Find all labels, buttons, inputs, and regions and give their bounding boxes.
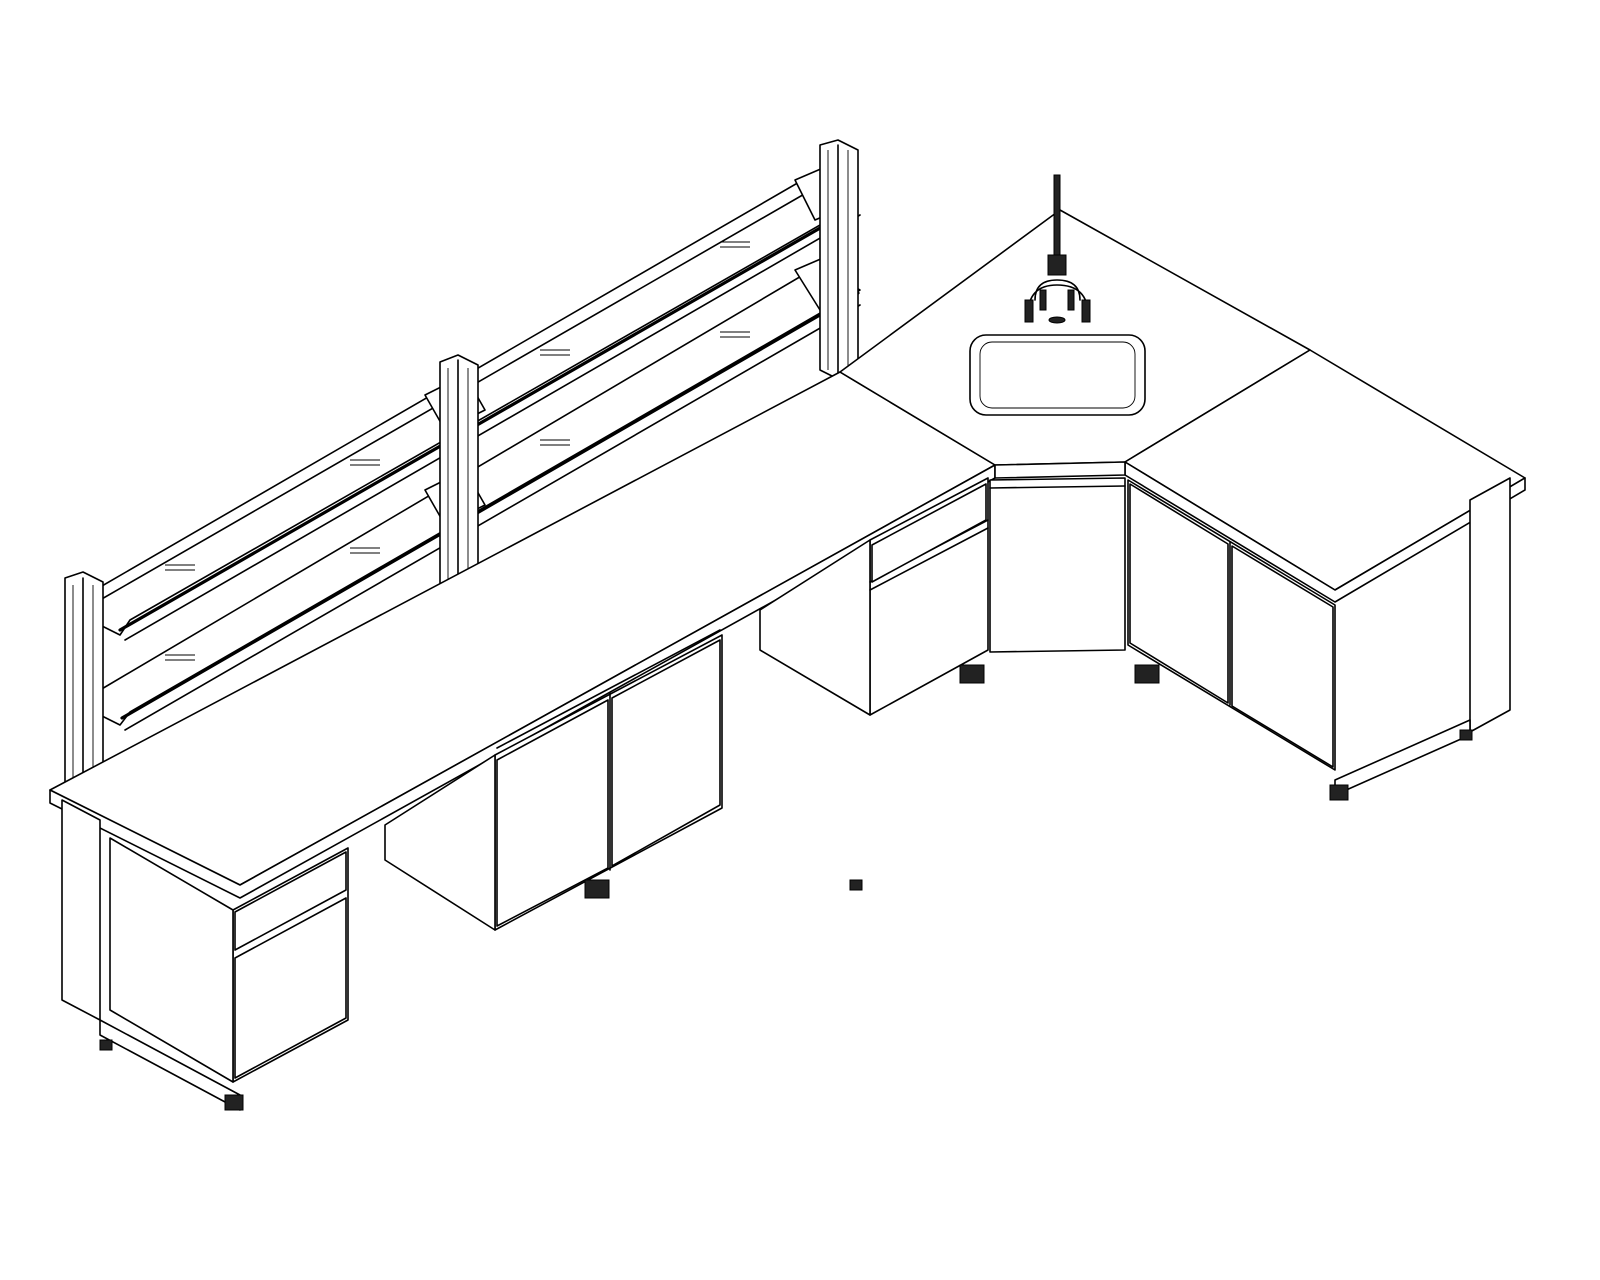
reagent-shelf-unit bbox=[64, 139, 861, 816]
shelf-hatch-marks bbox=[165, 241, 750, 661]
left-drawer-pedestal bbox=[109, 837, 349, 1083]
right-upright-post bbox=[819, 139, 859, 381]
middle-cabinet-right-door[interactable] bbox=[611, 639, 721, 867]
corner-drawer-front[interactable] bbox=[871, 483, 987, 583]
lab-faucet-icon bbox=[1024, 174, 1091, 324]
leveling-feet bbox=[584, 664, 1160, 899]
left-pedestal-bottom-drawer[interactable] bbox=[234, 897, 347, 1079]
right-cabinet-left-door[interactable] bbox=[1129, 483, 1229, 704]
middle-upright-post bbox=[439, 354, 479, 601]
corner-base-cabinet bbox=[989, 477, 1126, 653]
left-pedestal-top-drawer[interactable] bbox=[234, 851, 347, 951]
middle-cabinet-left-door[interactable] bbox=[496, 699, 609, 927]
corner-worktop bbox=[839, 174, 1526, 603]
lower-shelf-rail bbox=[120, 291, 860, 720]
corner-worktop-front-edge bbox=[994, 461, 1126, 479]
sink-basin bbox=[969, 334, 1146, 416]
right-end-cabinet bbox=[1127, 477, 1511, 801]
left-end-frame bbox=[61, 799, 244, 1111]
upper-shelf-rail bbox=[118, 206, 857, 632]
corner-drawer-cabinet bbox=[759, 477, 989, 716]
right-cabinet-right-door[interactable] bbox=[1231, 545, 1334, 768]
middle-double-door-cabinet bbox=[384, 629, 723, 931]
